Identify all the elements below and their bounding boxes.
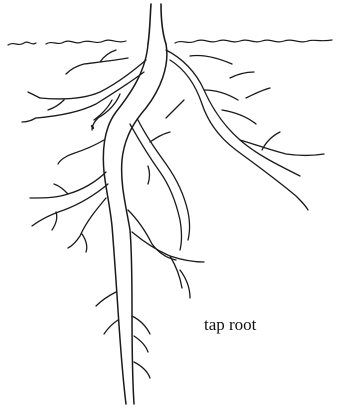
lateral-roots-right-upper — [166, 50, 324, 210]
soil-surface-line — [8, 40, 332, 45]
lateral-roots-left-mid — [30, 140, 118, 334]
root-tip-marks — [92, 126, 93, 128]
stem — [148, 4, 166, 44]
tap-root-main — [103, 44, 167, 404]
lateral-roots-right-mid — [128, 100, 204, 378]
tap-root-label: tap root — [204, 315, 256, 335]
lateral-roots-upper-left — [22, 50, 146, 130]
